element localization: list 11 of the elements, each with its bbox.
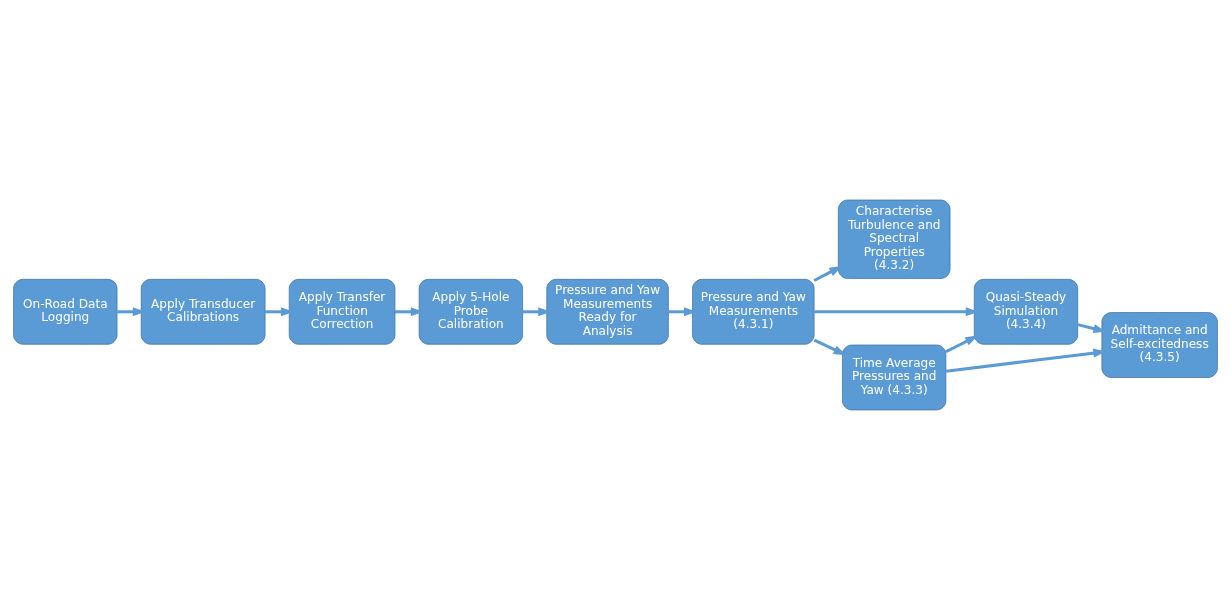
node-box: Pressure and Yaw Measurements Ready for Analysis bbox=[546, 278, 669, 345]
node-box: Apply Transfer Function Correction bbox=[288, 278, 396, 345]
node-box: Admittance and Self-excitedness (4.3.5) bbox=[1101, 312, 1218, 378]
node-box: Characterise Turbulence and Spectral Properties (4.3.2) bbox=[837, 199, 951, 279]
node-box: Apply 5-Hole Probe Calibration bbox=[418, 278, 523, 345]
node-box: Quasi-Steady Simulation (4.3.4) bbox=[973, 278, 1079, 345]
node-box: Pressure and Yaw Measurements (4.3.1) bbox=[692, 278, 815, 345]
arrow bbox=[945, 335, 979, 354]
node-box: Apply Transducer Calibrations bbox=[140, 278, 266, 345]
node-box: On-Road Data Logging bbox=[13, 278, 118, 345]
node-box: Time Average Pressures and Yaw (4.3.3) bbox=[842, 344, 947, 411]
